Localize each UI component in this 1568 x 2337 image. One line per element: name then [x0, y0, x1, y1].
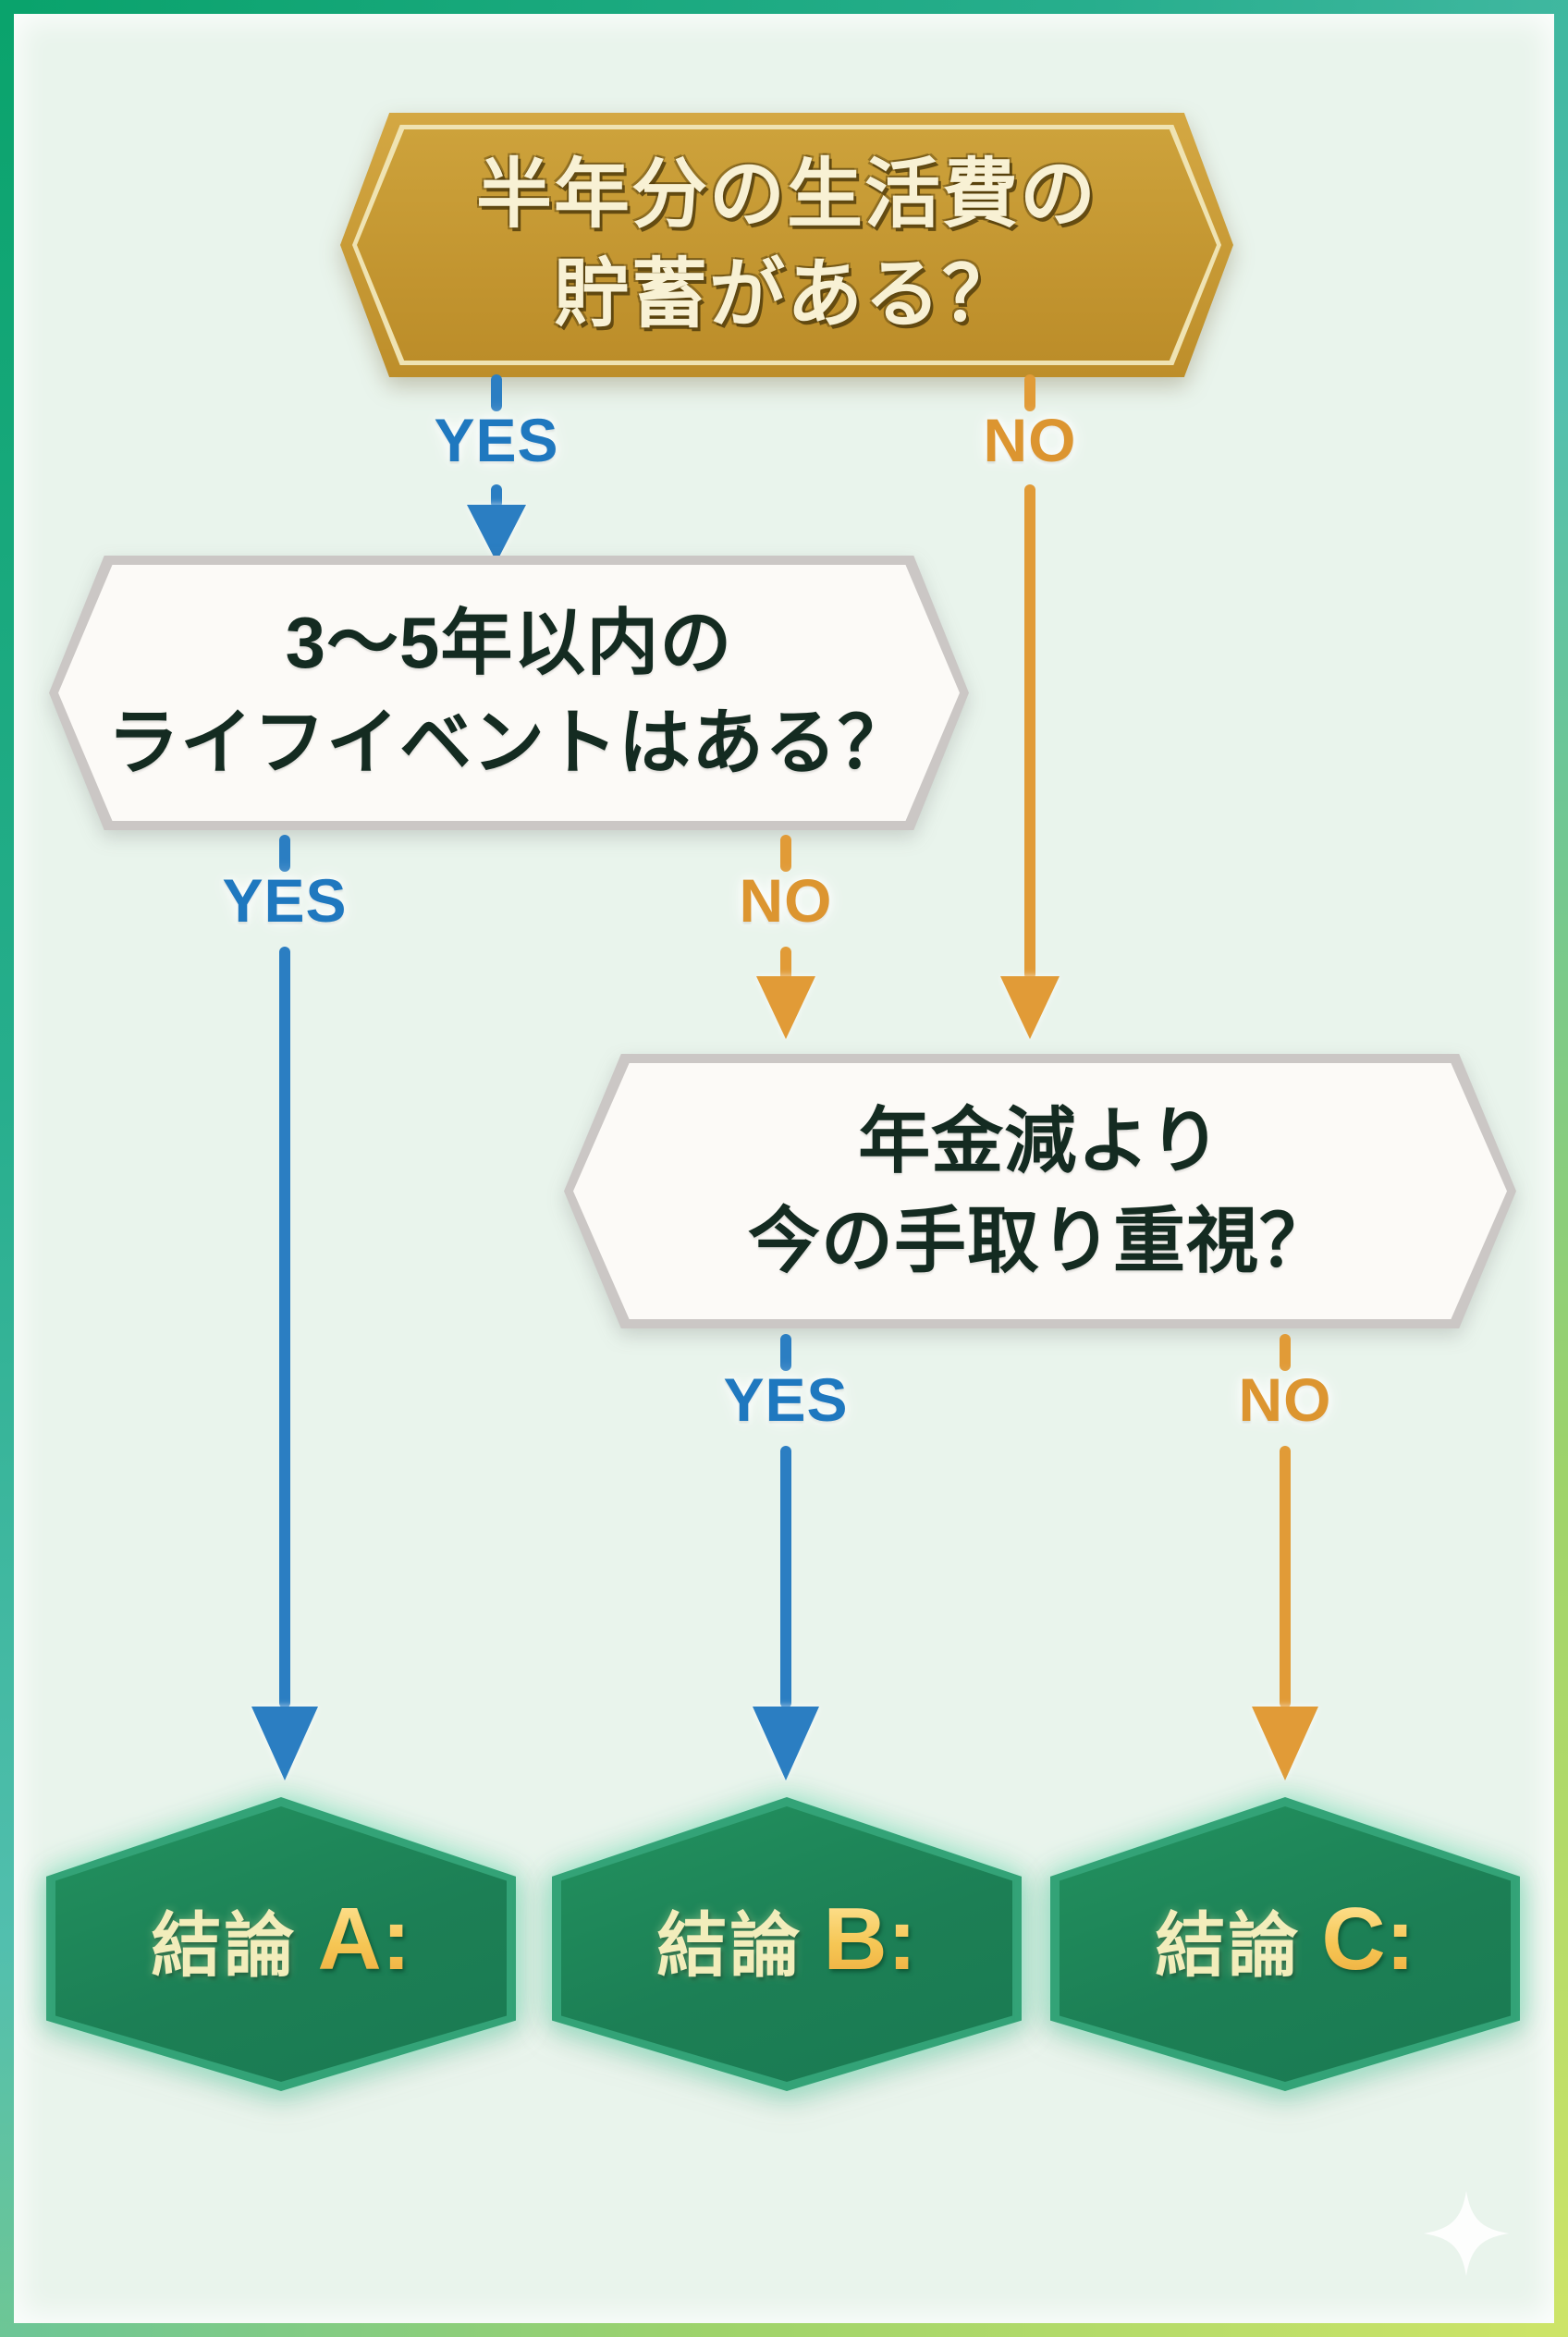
question2-text: 3〜5年以内の ライフイベントはある？ — [49, 556, 969, 830]
result-b-letter: B: — [823, 1890, 917, 1988]
result-hexagon-a: 結論 A: — [46, 1797, 516, 2091]
q1-no-shaft-line — [1024, 484, 1035, 980]
question3-text: 年金減より 今の手取り重視？ — [564, 1054, 1516, 1328]
q2-yes-label: YES — [222, 866, 348, 935]
result-a-text: 結論 A: — [46, 1797, 516, 2091]
q1-yes-arrowhead — [467, 505, 526, 562]
q2-yes-shaft-line — [279, 947, 290, 1708]
question-box-life-events: 3〜5年以内の ライフイベントはある？ — [49, 556, 969, 830]
question-box-pension: 年金減より 今の手取り重視？ — [564, 1054, 1516, 1328]
q2-no-label: NO — [739, 866, 833, 935]
question-banner-savings: 半年分の生活費の 貯蓄がある？ — [340, 113, 1233, 377]
q3-no-label: NO — [1238, 1365, 1332, 1434]
sparkle-icon — [1424, 2191, 1509, 2276]
result-a-prefix: 結論 — [151, 1907, 298, 1986]
q3-yes-shaft-line — [780, 1446, 791, 1708]
question3-line1: 年金減より — [858, 1099, 1222, 1181]
result-b-text: 結論 B: — [552, 1797, 1022, 2091]
result-hexagon-b: 結論 B: — [552, 1797, 1022, 2091]
q3-no-shaft-line — [1280, 1446, 1291, 1708]
question2-line2: ライフイベントはある？ — [106, 701, 911, 783]
result-c-letter: C: — [1321, 1890, 1415, 1988]
q2-no-arrowhead — [756, 976, 815, 1039]
result-c-prefix: 結論 — [1155, 1907, 1302, 1986]
question3-line2: 今の手取り重視？ — [747, 1199, 1332, 1281]
q3-yes-label: YES — [723, 1365, 849, 1434]
q3-no-arrowhead — [1252, 1707, 1318, 1780]
question2-line1: 3〜5年以内の — [285, 601, 733, 683]
q1-no-arrowhead — [1000, 976, 1060, 1039]
q2-yes-arrowhead — [251, 1707, 318, 1780]
result-a-letter: A: — [317, 1890, 411, 1988]
result-c-text: 結論 C: — [1050, 1797, 1520, 2091]
q3-yes-arrowhead — [753, 1707, 819, 1780]
question1-line1: 半年分の生活費の — [475, 152, 1097, 237]
question1-text: 半年分の生活費の 貯蓄がある？ — [340, 113, 1233, 377]
result-b-prefix: 結論 — [656, 1907, 803, 1986]
q1-no-label: NO — [983, 406, 1077, 474]
q1-yes-label: YES — [434, 406, 559, 474]
question1-line2: 貯蓄がある？ — [553, 252, 1020, 336]
result-hexagon-c: 結論 C: — [1050, 1797, 1520, 2091]
